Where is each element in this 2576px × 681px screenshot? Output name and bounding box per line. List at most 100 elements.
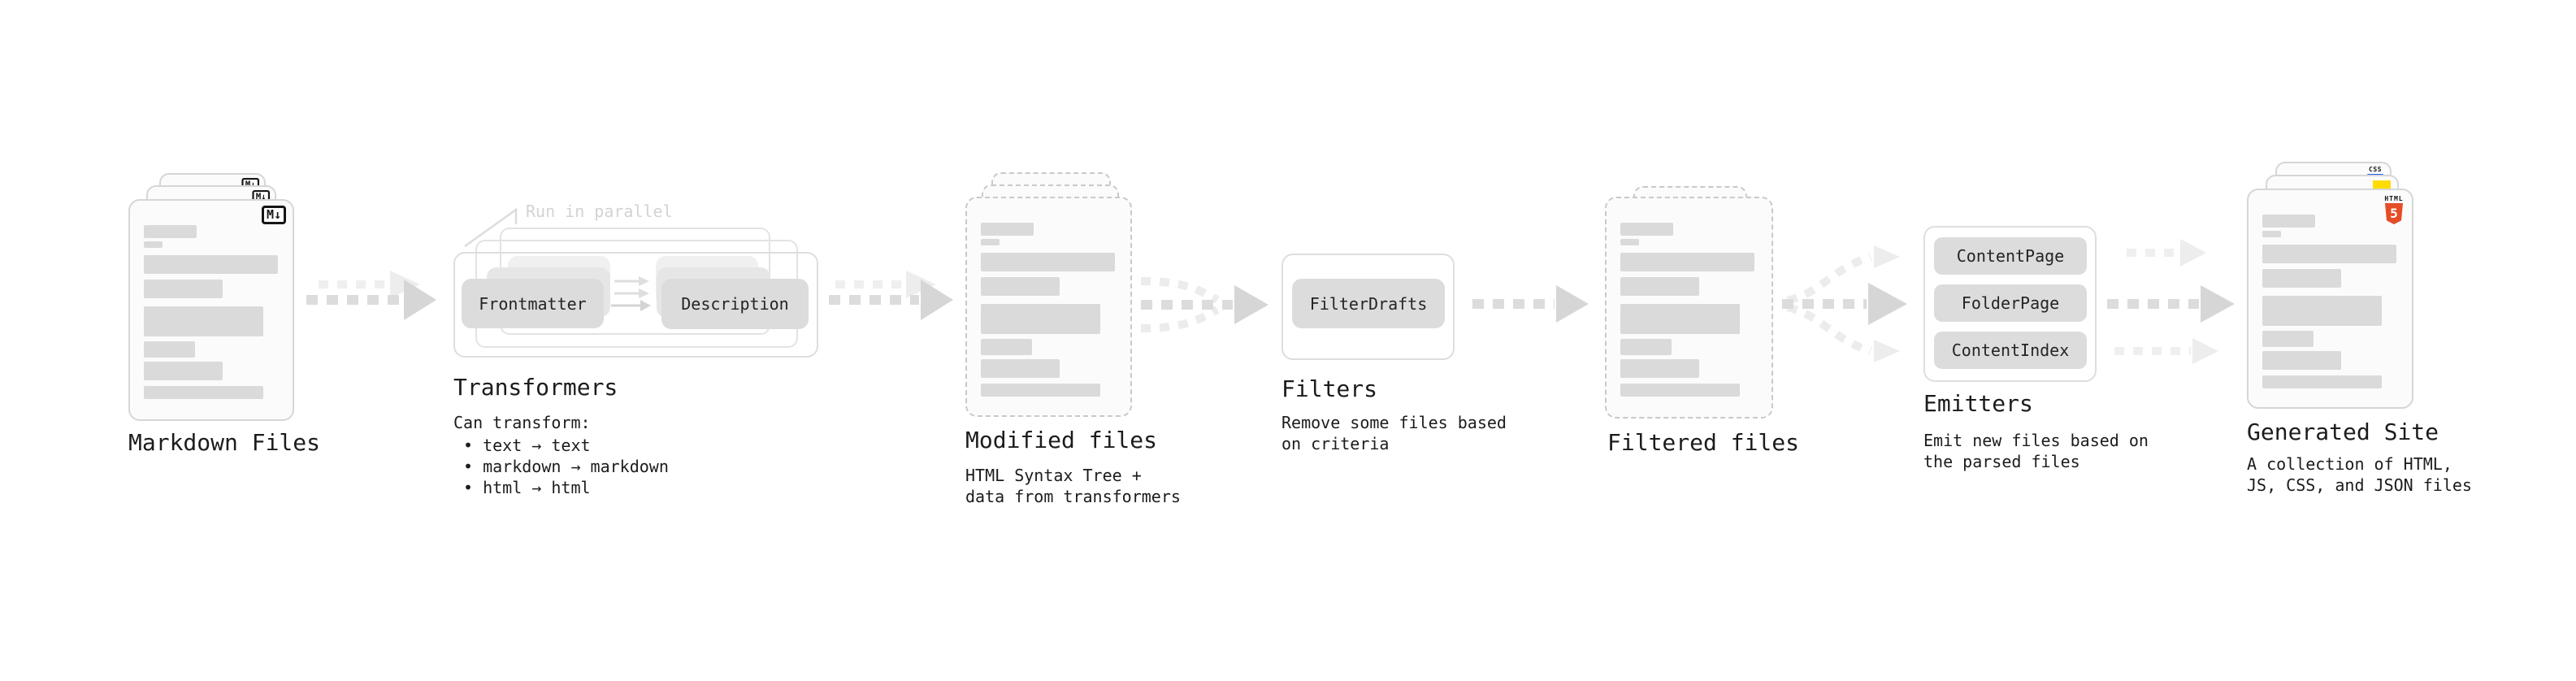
file-content-skeleton xyxy=(967,198,1130,415)
skeleton-bar xyxy=(1620,239,1639,245)
modified-files-label: Modified files xyxy=(965,427,1158,453)
arrow-markdown-to-transformers xyxy=(306,271,436,320)
skeleton-bar xyxy=(981,277,1060,296)
skeleton-bar xyxy=(144,280,223,298)
css-icon-label: CSS xyxy=(2369,166,2382,173)
transformer-frame-middle xyxy=(475,240,798,348)
file-content-skeleton xyxy=(1607,198,1772,417)
skeleton-bar xyxy=(1620,277,1699,296)
file-card-middle xyxy=(982,184,1119,266)
file-card-front: HTML 5 xyxy=(2247,189,2413,409)
file-card-back xyxy=(1633,186,1747,267)
folderpage-pill: FolderPage xyxy=(1934,284,2087,322)
arrow-filters-to-filtered xyxy=(1472,285,1589,323)
contentindex-pill: ContentIndex xyxy=(1934,332,2087,369)
emitters-desc: the parsed files xyxy=(1923,452,2080,471)
arrow-modified-to-filters xyxy=(1140,277,1268,332)
skeleton-bar xyxy=(144,255,278,274)
transformers-desc-heading: Can transform: xyxy=(453,413,591,432)
file-card-back: CSS xyxy=(2275,162,2392,243)
emitters-title: Emitters xyxy=(1923,390,2033,417)
run-in-parallel-callout xyxy=(464,207,518,248)
file-card-front xyxy=(1605,197,1773,419)
skeleton-bar xyxy=(2262,231,2281,237)
js-icon xyxy=(2373,180,2391,190)
description-pill: Description xyxy=(661,279,809,329)
skeleton-bar xyxy=(2262,296,2382,326)
skeleton-bar xyxy=(1620,304,1740,334)
filtered-files-label: Filtered files xyxy=(1607,429,1800,456)
file-card-middle: M↓ xyxy=(146,185,276,267)
skeleton-bar xyxy=(981,339,1032,355)
html5-icon-label: HTML xyxy=(2384,195,2404,202)
arrow-emitters-to-generated xyxy=(2107,239,2235,364)
css-icon: CSS xyxy=(2367,167,2383,177)
modified-files-desc: data from transformers xyxy=(965,487,1181,506)
file-card-front xyxy=(965,197,1132,417)
skeleton-bar xyxy=(981,304,1100,334)
skeleton-bar xyxy=(1620,384,1740,397)
transformer-step-arrows xyxy=(611,276,651,311)
skeleton-bar xyxy=(981,223,1034,236)
css-icon-underline xyxy=(2367,174,2383,177)
generated-site-desc: A collection of HTML, xyxy=(2247,454,2452,474)
transformers-title: Transformers xyxy=(453,374,618,401)
markdown-files-label: Markdown Files xyxy=(128,429,321,456)
filters-desc: on criteria xyxy=(1281,434,1390,453)
skeleton-bar xyxy=(981,384,1100,397)
markdown-icon: M↓ xyxy=(252,190,270,204)
file-card-middle xyxy=(2266,175,2399,256)
skeleton-bar xyxy=(2262,245,2396,263)
skeleton-bar xyxy=(144,225,197,238)
skeleton-bar xyxy=(2262,215,2315,228)
skeleton-bar xyxy=(981,239,1000,245)
arrow-transformers-to-modified xyxy=(829,271,953,320)
file-content-skeleton xyxy=(130,201,293,419)
html5-icon-shield: 5 xyxy=(2385,203,2403,224)
skeleton-bar xyxy=(981,359,1060,378)
modified-files-desc: HTML Syntax Tree + xyxy=(965,466,1142,485)
file-card-front: M↓ xyxy=(128,199,294,421)
file-card-back xyxy=(991,172,1111,254)
transformer-frame-back xyxy=(500,228,770,335)
skeleton-bar xyxy=(144,341,195,358)
emitters-frame xyxy=(1923,226,2097,382)
skeleton-bar xyxy=(144,241,163,248)
skeleton-bar xyxy=(981,253,1115,271)
markdown-icon: M↓ xyxy=(261,206,286,224)
skeleton-bar xyxy=(2262,375,2382,388)
generated-site-label: Generated Site xyxy=(2247,419,2439,445)
contentpage-pill: ContentPage xyxy=(1934,237,2087,275)
skeleton-bar xyxy=(1620,253,1754,271)
arrow-filtered-to-emitters xyxy=(1782,245,1907,362)
skeleton-bar xyxy=(2262,269,2341,288)
filters-title: Filters xyxy=(1281,375,1378,402)
description-pill-echo xyxy=(657,267,770,318)
description-pill-echo xyxy=(656,256,758,306)
file-card-back: M↓ xyxy=(159,173,266,254)
markdown-icon: M↓ xyxy=(241,178,259,192)
skeleton-bar xyxy=(144,386,263,399)
skeleton-bar xyxy=(144,306,263,336)
filters-frame xyxy=(1281,254,1455,360)
transformers-bullet: • html → html xyxy=(463,478,591,497)
html5-icon: HTML 5 xyxy=(2384,195,2404,224)
skeleton-bar xyxy=(2262,351,2341,370)
frontmatter-pill-echo xyxy=(508,256,610,306)
transformers-bullet: • markdown → markdown xyxy=(463,457,669,476)
transformers-bullet: • text → text xyxy=(463,436,591,455)
transformer-frame-front xyxy=(453,252,818,358)
frontmatter-pill-echo xyxy=(487,267,610,317)
skeleton-bar xyxy=(1620,359,1699,378)
frontmatter-pill: Frontmatter xyxy=(462,279,604,328)
skeleton-bar xyxy=(144,362,223,380)
emitters-desc: Emit new files based on xyxy=(1923,431,2149,450)
